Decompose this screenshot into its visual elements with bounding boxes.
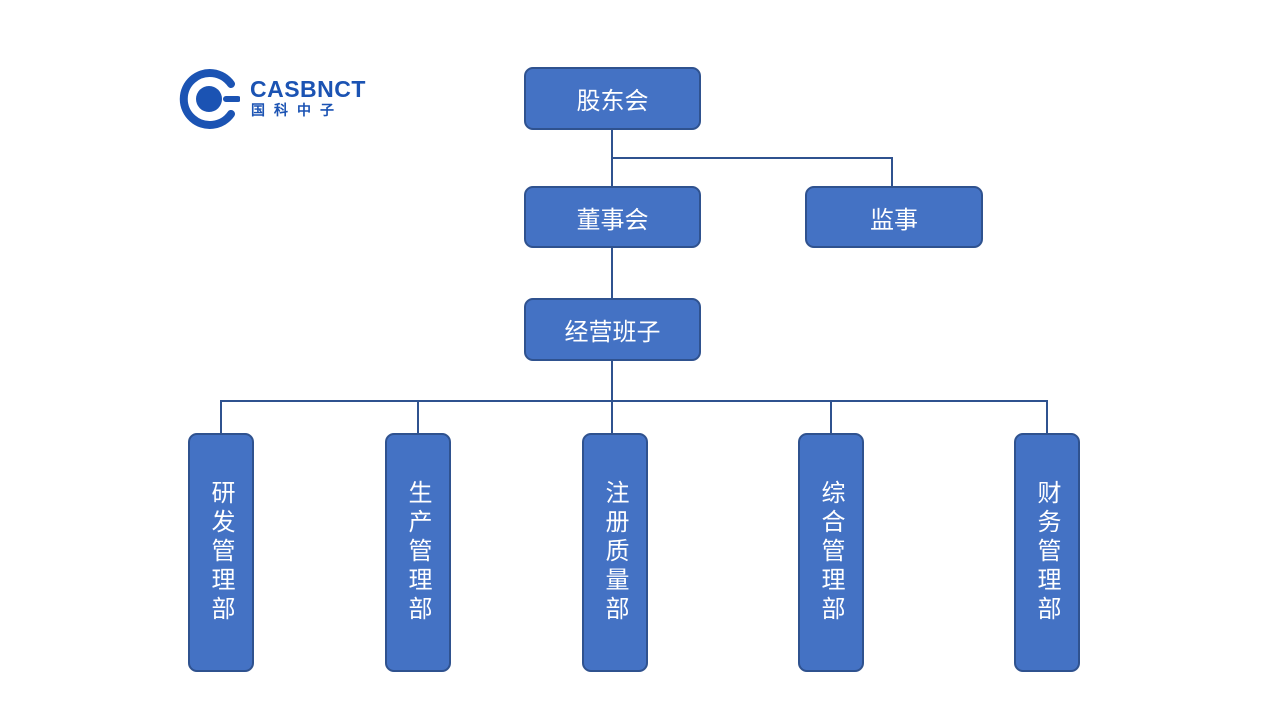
node-department-general: 综合管理部 [798, 433, 864, 672]
node-shareholders: 股东会 [524, 67, 701, 130]
node-management: 经营班子 [524, 298, 701, 361]
node-department-registration-quality: 注册质量部 [582, 433, 648, 672]
node-department-finance: 财务管理部 [1014, 433, 1080, 672]
node-supervisor: 监事 [805, 186, 983, 248]
logo-subtitle: 国科中子 [251, 103, 343, 119]
node-department-rd: 研发管理部 [188, 433, 254, 672]
node-department-production: 生产管理部 [385, 433, 451, 672]
node-board: 董事会 [524, 186, 701, 248]
logo-name: CASBNCT [250, 76, 366, 102]
logo-mark-icon [179, 69, 240, 129]
company-logo: CASBNCT 国科中子 [178, 66, 378, 132]
